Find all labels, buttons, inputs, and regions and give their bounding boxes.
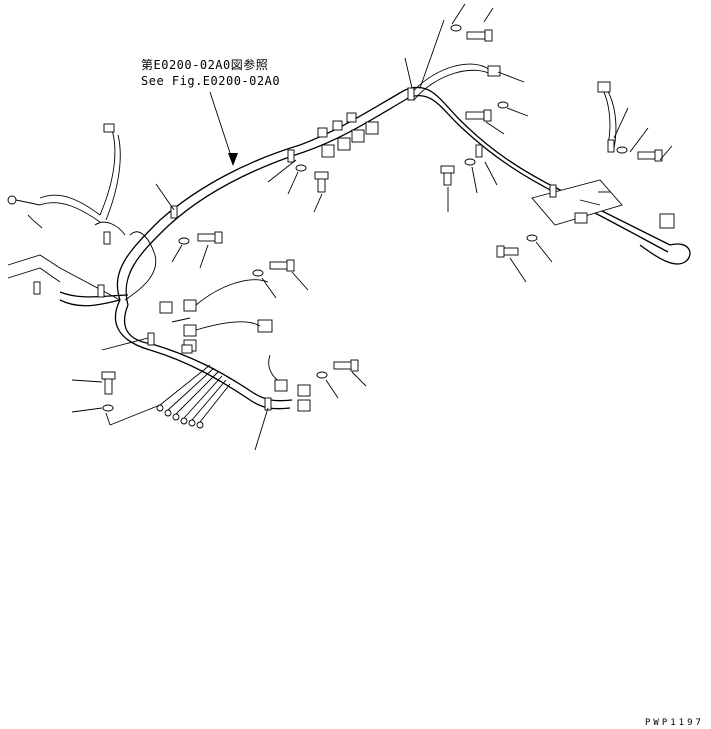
bolt-7 [197, 231, 223, 244]
main-harness [59, 86, 691, 410]
bolt-2 [465, 109, 492, 122]
reference-note-japanese: 第E0200-02A0図参照 [141, 58, 269, 72]
bolt-5 [496, 245, 519, 258]
connector-cluster-top [317, 112, 379, 158]
bolt-1 [466, 29, 493, 42]
bolt-4 [637, 149, 663, 162]
washers [102, 24, 628, 412]
upper-right-branch [409, 63, 675, 229]
bolt-8 [269, 259, 295, 272]
left-harness-section [7, 123, 121, 301]
reference-arrow [209, 91, 238, 166]
bolt-6 [314, 171, 329, 193]
bolt-3 [440, 165, 455, 186]
bolt-10 [101, 371, 116, 395]
central-connectors [159, 279, 311, 412]
drawing-code: PWP1197 [645, 718, 704, 728]
leader-lines [71, 3, 673, 451]
bolts [101, 29, 663, 395]
bolt-9 [333, 359, 359, 372]
harness-clamps [33, 87, 615, 411]
reference-note-english: See Fig.E0200-02A0 [141, 74, 281, 88]
terminal-fan [156, 364, 231, 429]
